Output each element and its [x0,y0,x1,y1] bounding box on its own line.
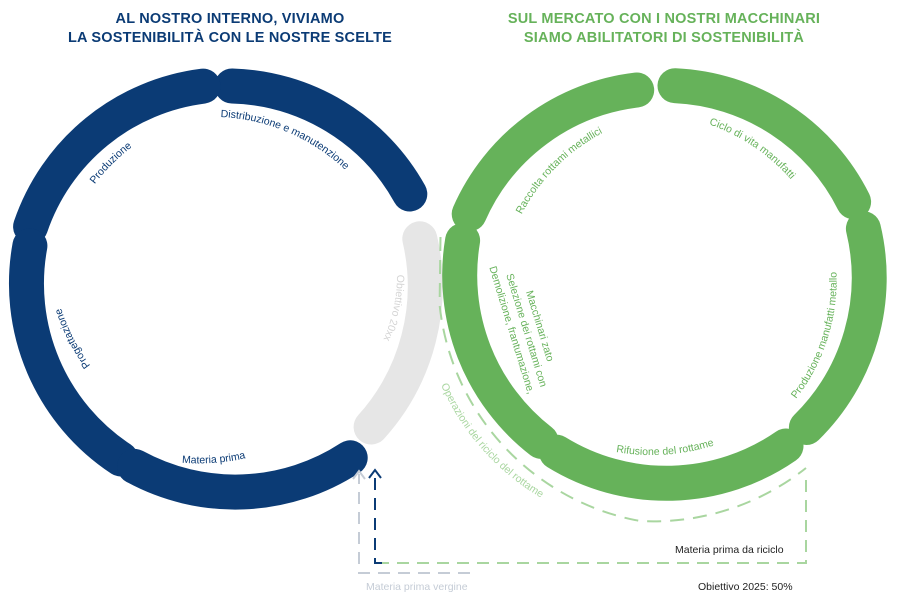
ring-segment-produzione [13,68,221,245]
riciclo-navy-arrow-line [374,473,382,564]
label-rifusione: Rifusione del rottame [616,437,716,458]
left-header-line-1: AL NOSTRO INTERNO, VIVIAMO [115,11,345,27]
left-header: AL NOSTRO INTERNO, VIVIAMO LA SOSTENIBIL… [40,10,420,48]
ring-segment-raccolta [451,72,655,232]
right-header: SUL MERCATO CON I NOSTRI MACCHINARI SIAM… [474,10,854,48]
ring-segment-materia-prima [117,440,368,510]
label-materia-prima-vergine: Materia prima vergine [366,581,468,593]
ring-segment-demolizione [442,223,559,459]
riciclo-dashed-line [382,480,807,564]
left-header-line-2: LA SOSTENIBILITÀ CON LE NOSTRE SCELTE [68,30,392,46]
ring-segment-produzione-manufatti [788,211,887,445]
label-materia-prima-riciclo: Materia prima da riciclo [675,544,784,556]
label-obiettivo-2025: Obiettivo 2025: 50% [698,581,793,593]
ring-segment-obiettivo [353,221,443,445]
ring-segment-distribuzione [214,68,428,212]
right-header-line-2: SIAMO ABILITATORI DI SOSTENIBILITÀ [523,30,805,46]
vergine-dashed-line [358,474,470,574]
ring-segment-progettazione [8,228,139,477]
vergine-arrow-head [352,469,366,480]
ring-segment-ciclo-vita [657,68,872,220]
label-materia-prima: Materia prima [182,449,247,466]
ring-segment-rifusione [538,428,804,501]
riciclo-arrow-head [368,468,382,479]
right-header-line-1: SUL MERCATO CON I NOSTRI MACCHINARI [507,11,821,27]
